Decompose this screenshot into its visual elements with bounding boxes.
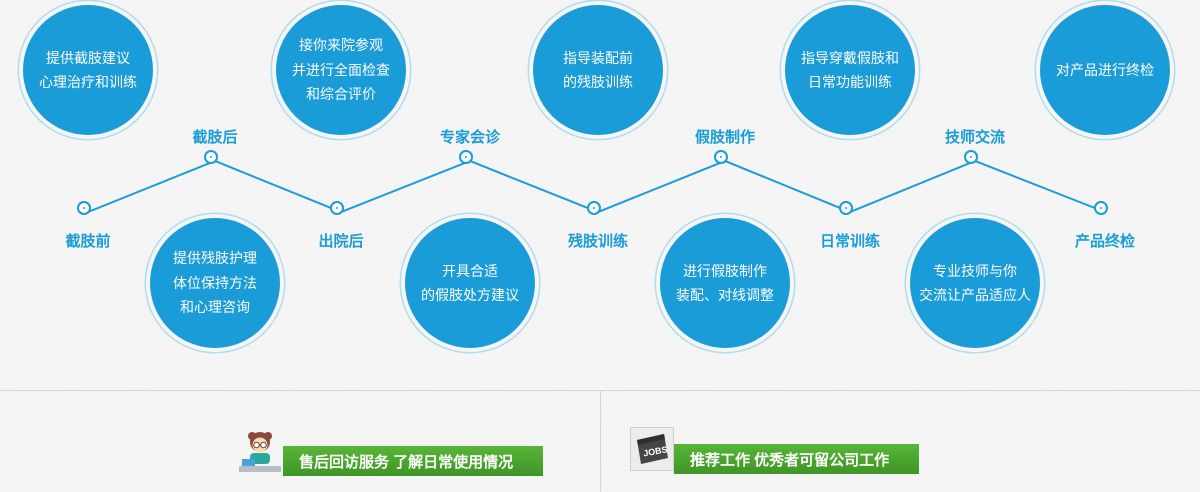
job-recommend-banner[interactable]: JOBS 推荐工作 优秀者可留公司工作 — [630, 427, 920, 476]
job-recommend-banner-label: 推荐工作 优秀者可留公司工作 — [674, 444, 920, 474]
stage-label: 技师交流 — [944, 129, 1006, 146]
jobs-icon-label: JOBS — [642, 444, 668, 458]
stage-label: 假肢制作 — [694, 129, 756, 146]
timeline-node — [589, 203, 599, 213]
stage-circle: 接你来院参观 并进行全面检查 和综合评价 — [276, 5, 406, 135]
stage-circle: 指导装配前 的残肢训练 — [533, 5, 663, 135]
stage-circle: 提供截肢建议 心理治疗和训练 — [23, 5, 153, 135]
after-sales-banner-label: 售后回访服务 了解日常使用情况 — [283, 446, 544, 476]
stage-label: 专家会诊 — [439, 129, 501, 146]
stage-label: 产品终检 — [1074, 233, 1136, 250]
stage-circle: 进行假肢制作 装配、对线调整 — [660, 218, 790, 348]
stage-label: 截肢后 — [192, 129, 238, 146]
stage-circle: 对产品进行终检 — [1040, 5, 1170, 135]
timeline-node — [461, 152, 471, 162]
stage-label: 截肢前 — [65, 233, 111, 250]
vertical-divider — [600, 390, 601, 492]
customer-service-icon — [237, 427, 283, 478]
stage-label: 出院后 — [318, 233, 364, 250]
timeline-node — [966, 152, 976, 162]
stage-circle: 开具合适 的假肢处方建议 — [405, 218, 535, 348]
after-sales-banner[interactable]: 售后回访服务 了解日常使用情况 — [237, 427, 544, 478]
timeline-node — [332, 203, 342, 213]
stage-label: 残肢训练 — [567, 233, 629, 250]
stage-circle: 专业技师与你 交流让产品适应人 — [910, 218, 1040, 348]
timeline-node — [1096, 203, 1106, 213]
stage-circle: 提供残肢护理 体位保持方法 和心理咨询 — [150, 218, 280, 348]
stage-label: 日常训练 — [819, 233, 881, 250]
timeline-node — [206, 152, 216, 162]
timeline-node — [841, 203, 851, 213]
timeline-node — [79, 203, 89, 213]
stage-circle: 指导穿戴假肢和 日常功能训练 — [785, 5, 915, 135]
jobs-briefcase-icon: JOBS — [630, 427, 674, 476]
timeline-node — [716, 152, 726, 162]
